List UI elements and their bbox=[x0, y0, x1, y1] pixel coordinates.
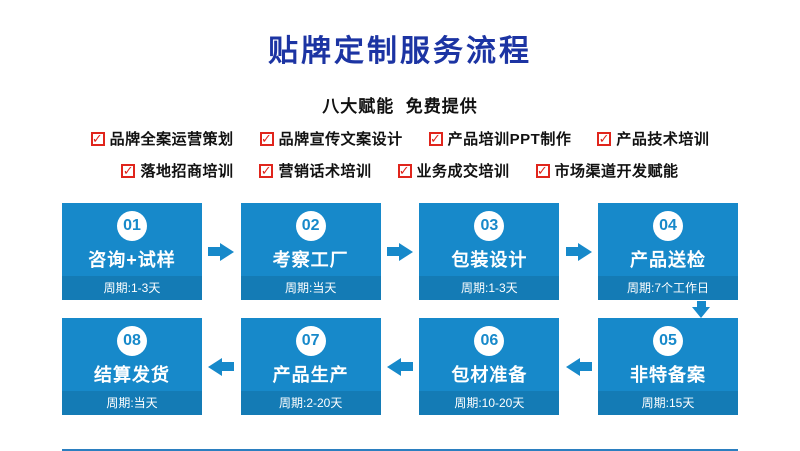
arrow-down-icon bbox=[692, 300, 710, 318]
benefit-label: 落地招商培训 bbox=[140, 163, 234, 180]
step-label: 考察工厂 bbox=[272, 250, 349, 270]
flow-step-02: 02 考察工厂 周期:当天 bbox=[240, 203, 381, 300]
flow-step-01: 01 咨询+试样 周期:1-3天 bbox=[62, 203, 202, 300]
benefit-item: ✓ 市场渠道开发赋能 bbox=[535, 160, 679, 181]
benefit-label: 营销话术培训 bbox=[278, 163, 372, 180]
arrow-right-icon bbox=[559, 242, 598, 261]
step-label: 包材准备 bbox=[451, 365, 528, 385]
step-number-badge: 01 bbox=[117, 211, 147, 241]
step-period: 周期:2-20天 bbox=[240, 391, 381, 415]
step-label: 产品送检 bbox=[630, 250, 707, 270]
subtitle: 八大赋能 免费提供 bbox=[322, 97, 478, 116]
checkbox-check-icon: ✓ bbox=[597, 131, 612, 146]
checkbox-check-icon: ✓ bbox=[121, 163, 136, 178]
benefit-item: ✓ 营销话术培训 bbox=[259, 160, 371, 181]
benefit-label: 品牌全案运营策划 bbox=[109, 131, 234, 148]
step-period: 周期:当天 bbox=[240, 276, 381, 300]
checkbox-check-icon: ✓ bbox=[90, 131, 105, 146]
step-label: 包装设计 bbox=[451, 250, 528, 270]
checkbox-check-icon: ✓ bbox=[259, 131, 274, 146]
step-number-badge: 04 bbox=[653, 211, 684, 241]
step-number-badge: 05 bbox=[653, 326, 684, 356]
arrow-right-icon bbox=[202, 242, 241, 261]
bottom-divider bbox=[62, 449, 738, 451]
flow-step-06: 06 包材准备 周期:10-20天 bbox=[419, 318, 560, 415]
arrow-left-icon bbox=[381, 357, 420, 376]
step-number-badge: 03 bbox=[474, 211, 505, 241]
step-period: 周期:当天 bbox=[62, 391, 202, 415]
benefit-item: ✓ 落地招商培训 bbox=[121, 160, 233, 181]
flow-step-04: 04 产品送检 周期:7个工作日 bbox=[598, 203, 739, 300]
flow-step-05: 05 非特备案 周期:15天 bbox=[598, 318, 739, 415]
benefit-item: ✓ 品牌宣传文案设计 bbox=[259, 128, 403, 149]
step-period: 周期:1-3天 bbox=[419, 276, 560, 300]
flow-step-07: 07 产品生产 周期:2-20天 bbox=[240, 318, 381, 415]
flow-step-08: 08 结算发货 周期:当天 bbox=[62, 318, 202, 415]
flow-row-2: 08 结算发货 周期:当天 07 产品生产 周期:2-20天 06 包材准备 周… bbox=[62, 318, 739, 415]
arrow-left-icon bbox=[202, 357, 241, 376]
benefit-item: ✓ 品牌全案运营策划 bbox=[90, 128, 234, 149]
arrow-left-icon bbox=[559, 357, 598, 376]
page-title: 贴牌定制服务流程 bbox=[268, 35, 532, 68]
benefit-label: 产品培训PPT制作 bbox=[447, 131, 572, 148]
benefit-item: ✓ 产品技术培训 bbox=[597, 128, 709, 149]
step-period: 周期:7个工作日 bbox=[598, 276, 739, 300]
checkbox-check-icon: ✓ bbox=[428, 131, 443, 146]
step-period: 周期:10-20天 bbox=[419, 391, 560, 415]
benefit-row-2: ✓ 落地招商培训 ✓ 营销话术培训 ✓ 业务成交培训 ✓ 市场渠道开发赋能 bbox=[0, 160, 800, 181]
step-number-badge: 06 bbox=[474, 326, 505, 356]
benefit-row-1: ✓ 品牌全案运营策划 ✓ 品牌宣传文案设计 ✓ 产品培训PPT制作 ✓ 产品技术… bbox=[0, 128, 800, 149]
checkbox-check-icon: ✓ bbox=[397, 163, 412, 178]
step-period: 周期:1-3天 bbox=[62, 276, 202, 300]
flow-row-1: 01 咨询+试样 周期:1-3天 02 考察工厂 周期:当天 03 包装设计 周… bbox=[62, 203, 739, 300]
step-label: 结算发货 bbox=[94, 365, 170, 385]
step-number-badge: 02 bbox=[295, 211, 326, 241]
arrow-right-icon bbox=[381, 242, 420, 261]
process-flow: 01 咨询+试样 周期:1-3天 02 考察工厂 周期:当天 03 包装设计 周… bbox=[62, 203, 739, 415]
step-label: 咨询+试样 bbox=[88, 250, 176, 270]
benefit-label: 市场渠道开发赋能 bbox=[554, 163, 679, 180]
checkbox-check-icon: ✓ bbox=[535, 163, 550, 178]
step-number-badge: 07 bbox=[295, 326, 326, 356]
flow-step-03: 03 包装设计 周期:1-3天 bbox=[419, 203, 560, 300]
step-label: 非特备案 bbox=[630, 365, 707, 385]
benefit-label: 产品技术培训 bbox=[616, 131, 710, 148]
step-number-badge: 08 bbox=[117, 326, 147, 356]
step-period: 周期:15天 bbox=[598, 391, 739, 415]
benefit-label: 业务成交培训 bbox=[416, 163, 510, 180]
benefit-item: ✓ 业务成交培训 bbox=[397, 160, 510, 181]
benefit-label: 品牌宣传文案设计 bbox=[278, 131, 403, 148]
step-label: 产品生产 bbox=[272, 365, 349, 385]
benefit-item: ✓ 产品培训PPT制作 bbox=[428, 128, 572, 149]
checkbox-check-icon: ✓ bbox=[259, 163, 274, 178]
